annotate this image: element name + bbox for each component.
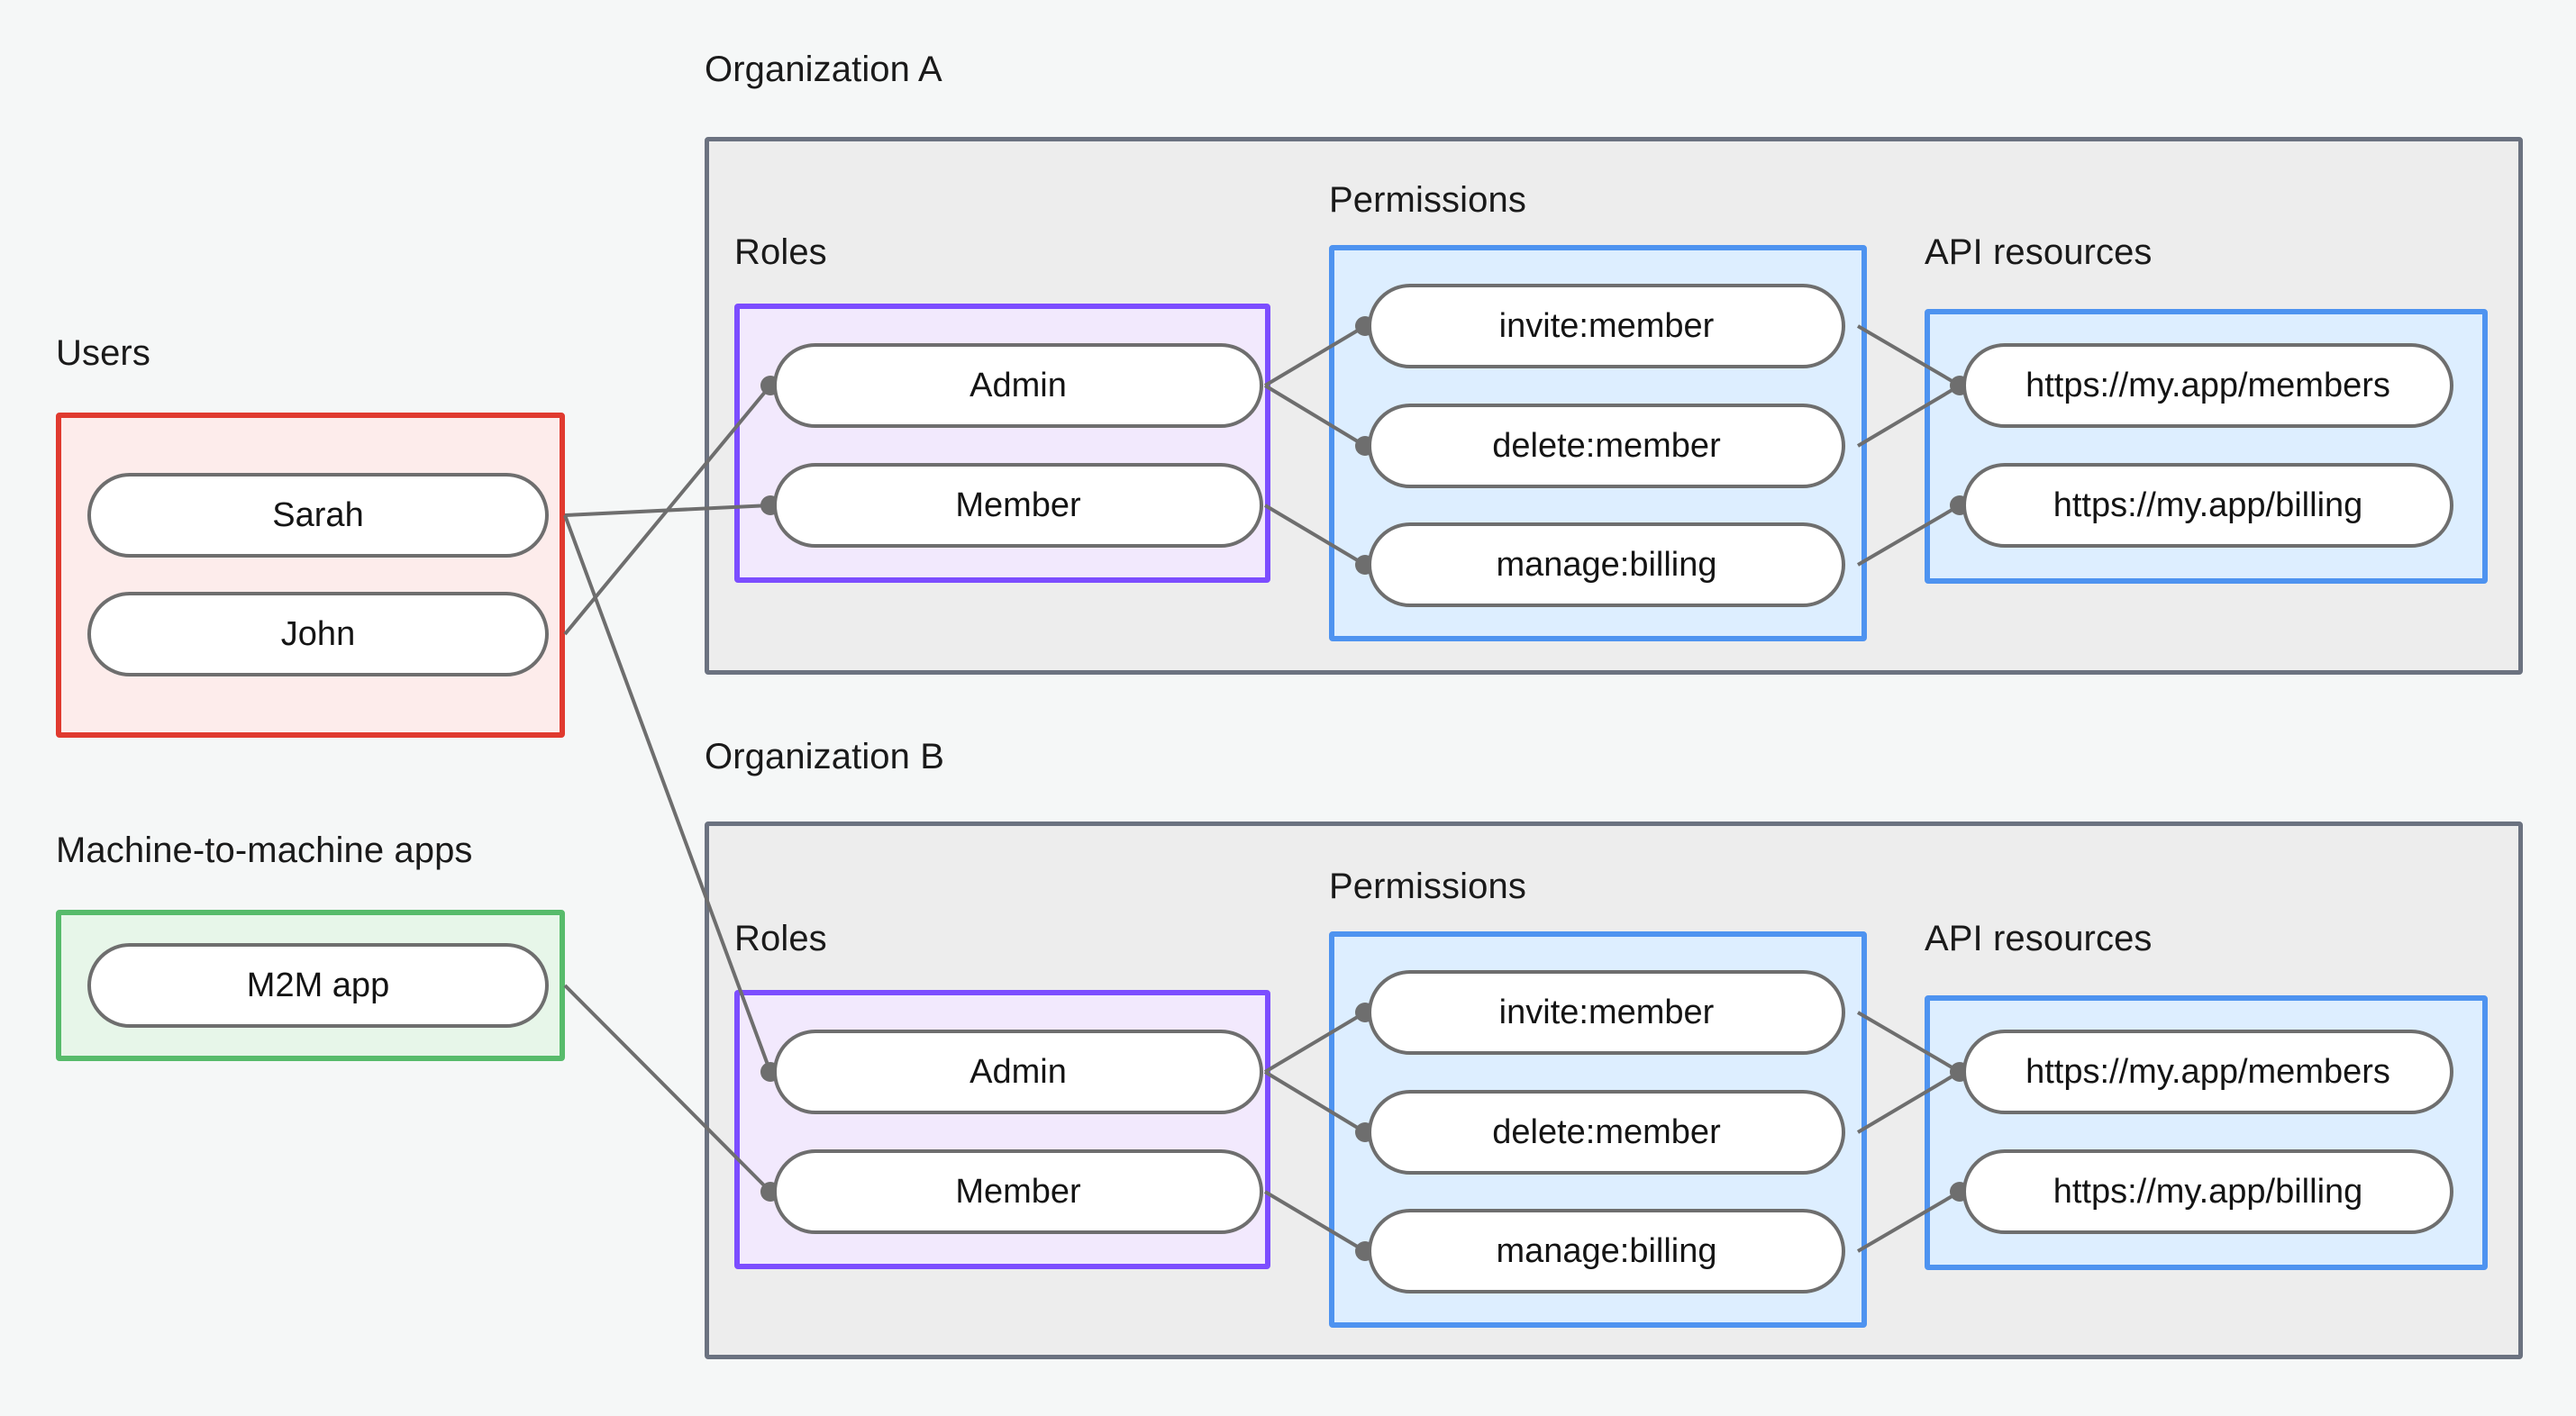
organization-a-label: Organization A [705,50,942,89]
orgA-role-node-admin[interactable]: Admin [773,343,1263,428]
orgA-roles-label: Roles [734,232,827,272]
m2m-group-label: Machine-to-machine apps [56,831,473,870]
orgB-api-node-members[interactable]: https://my.app/members [1962,1030,2453,1114]
orgB-api-resources-label: API resources [1925,919,2153,958]
orgB-permission-node-invite-member[interactable]: invite:member [1368,970,1845,1055]
orgA-permission-node-invite-member[interactable]: invite:member [1368,284,1845,368]
orgA-api-node-billing[interactable]: https://my.app/billing [1962,463,2453,548]
users-group-box [56,413,565,738]
users-group-label: Users [56,333,150,373]
organization-b-label: Organization B [705,737,944,776]
m2m-node-app[interactable]: M2M app [87,943,549,1028]
orgA-permission-node-delete-member[interactable]: delete:member [1368,404,1845,488]
orgA-permission-node-manage-billing[interactable]: manage:billing [1368,522,1845,607]
orgA-api-resources-label: API resources [1925,232,2153,272]
orgB-permission-node-manage-billing[interactable]: manage:billing [1368,1209,1845,1293]
orgB-roles-label: Roles [734,919,827,958]
orgB-role-node-admin[interactable]: Admin [773,1030,1263,1114]
orgB-api-node-billing[interactable]: https://my.app/billing [1962,1149,2453,1234]
orgB-permission-node-delete-member[interactable]: delete:member [1368,1090,1845,1175]
orgA-role-node-member[interactable]: Member [773,463,1263,548]
orgB-role-node-member[interactable]: Member [773,1149,1263,1234]
user-node-sarah[interactable]: Sarah [87,473,549,558]
orgB-permissions-label: Permissions [1329,867,1526,906]
orgA-permissions-label: Permissions [1329,180,1526,220]
user-node-john[interactable]: John [87,592,549,676]
orgA-api-node-members[interactable]: https://my.app/members [1962,343,2453,428]
